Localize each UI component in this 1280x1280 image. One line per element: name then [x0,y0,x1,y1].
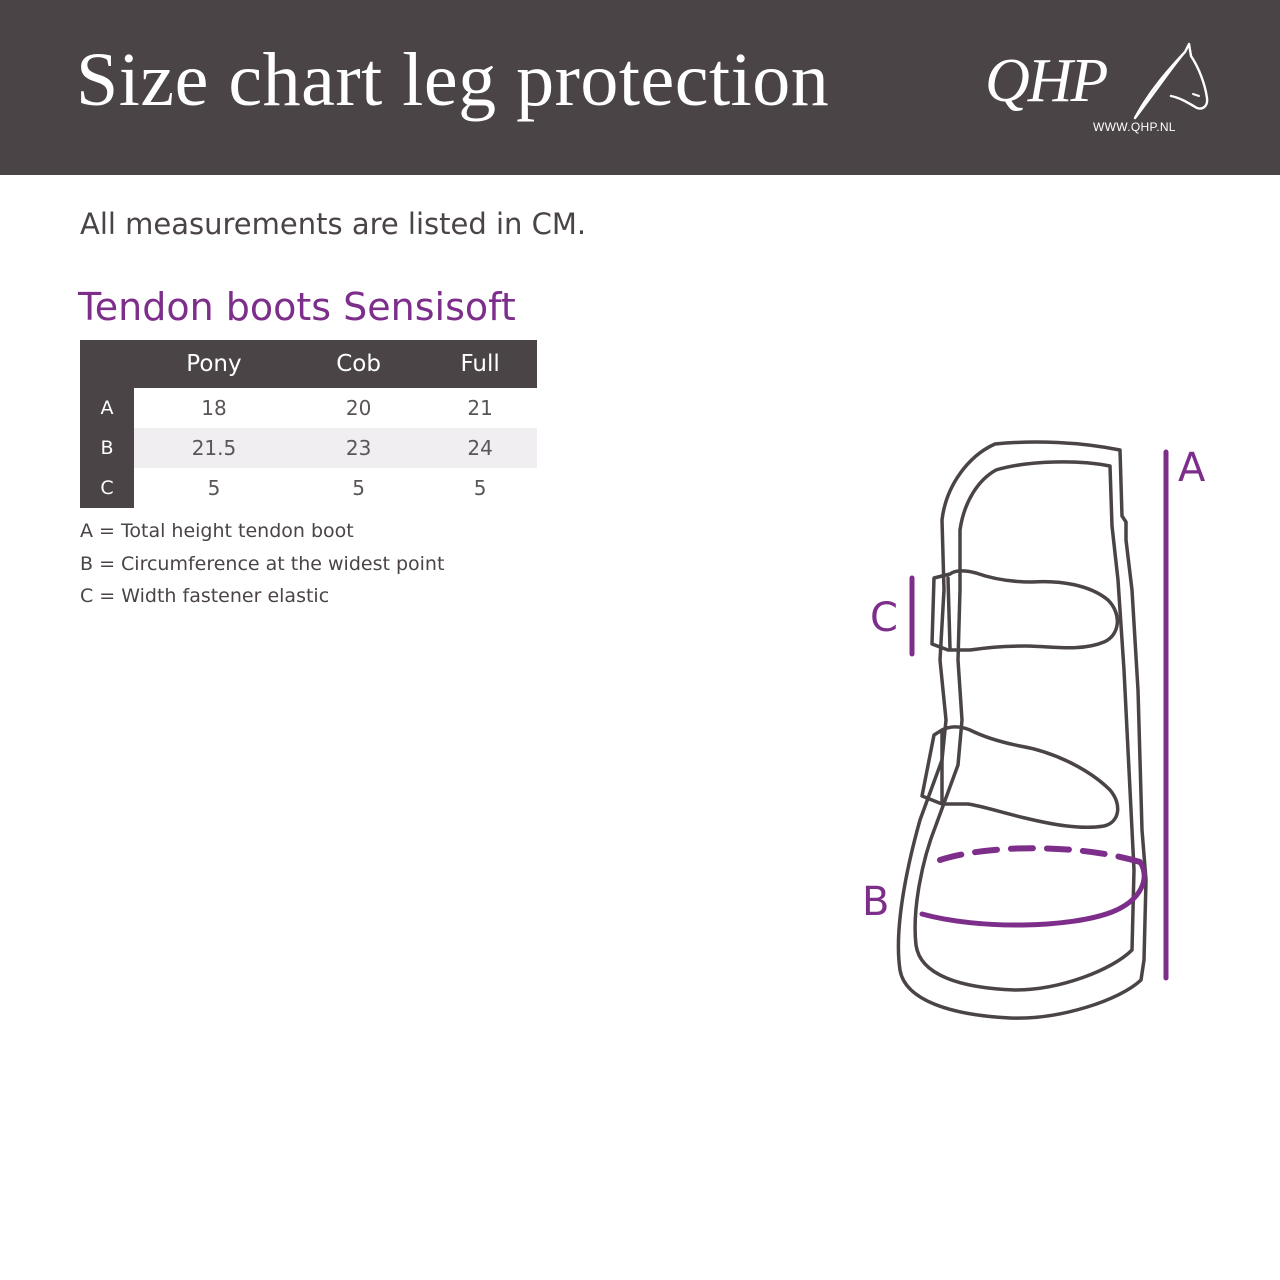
column-header: Cob [293,340,424,388]
logo-wordmark: QHP [985,47,1108,115]
legend-item: B = Circumference at the widest point [80,552,445,575]
legend-item: A = Total height tendon boot [80,520,354,542]
table-cell: 21.5 [134,428,294,468]
table-cell: 24 [423,428,537,468]
measurement-note: All measurements are listed in CM. [80,207,587,241]
label-b: B [862,879,890,925]
column-header: Full [423,340,537,388]
table-cell: 5 [473,476,487,500]
table-row: B 21.5 23 24 [80,428,537,468]
qhp-logo: QHP WWW.QHP.NL [985,40,1215,140]
horse-head-icon [1133,42,1209,120]
table-cell: 18 [201,396,227,420]
row-label: C [80,468,134,508]
label-c: C [870,595,898,641]
table-cell: 21 [467,396,493,420]
column-header: Pony [134,340,294,388]
row-label: A [80,388,134,428]
row-label: B [80,428,134,468]
section-title: Tendon boots Sensisoft [78,285,516,329]
tendon-boot-diagram: A B C [850,430,1230,1040]
table-cell: 23 [293,428,424,468]
page-title: Size chart leg protection [76,38,830,122]
label-a: A [1178,445,1206,491]
tendon-boot-icon [896,440,1169,1020]
size-table: Pony Cob Full A 18 20 21 B 21.5 23 24 C … [80,340,537,508]
table-header-row: Pony Cob Full [80,340,537,388]
measurement-legend: A = Total height tendon boot B = Circumf… [80,515,444,613]
table-cell: 5 [207,476,221,500]
legend-item: C = Width fastener elastic [80,585,330,607]
table-row: A 18 20 21 [80,388,537,428]
table-cell: 20 [345,396,372,420]
header-banner: Size chart leg protection QHP WWW.QHP.NL [0,0,1280,175]
table-corner-cell [80,340,134,388]
table-row: C 5 5 5 [80,468,537,508]
logo-url: WWW.QHP.NL [1093,120,1176,134]
table-cell: 5 [352,476,365,500]
